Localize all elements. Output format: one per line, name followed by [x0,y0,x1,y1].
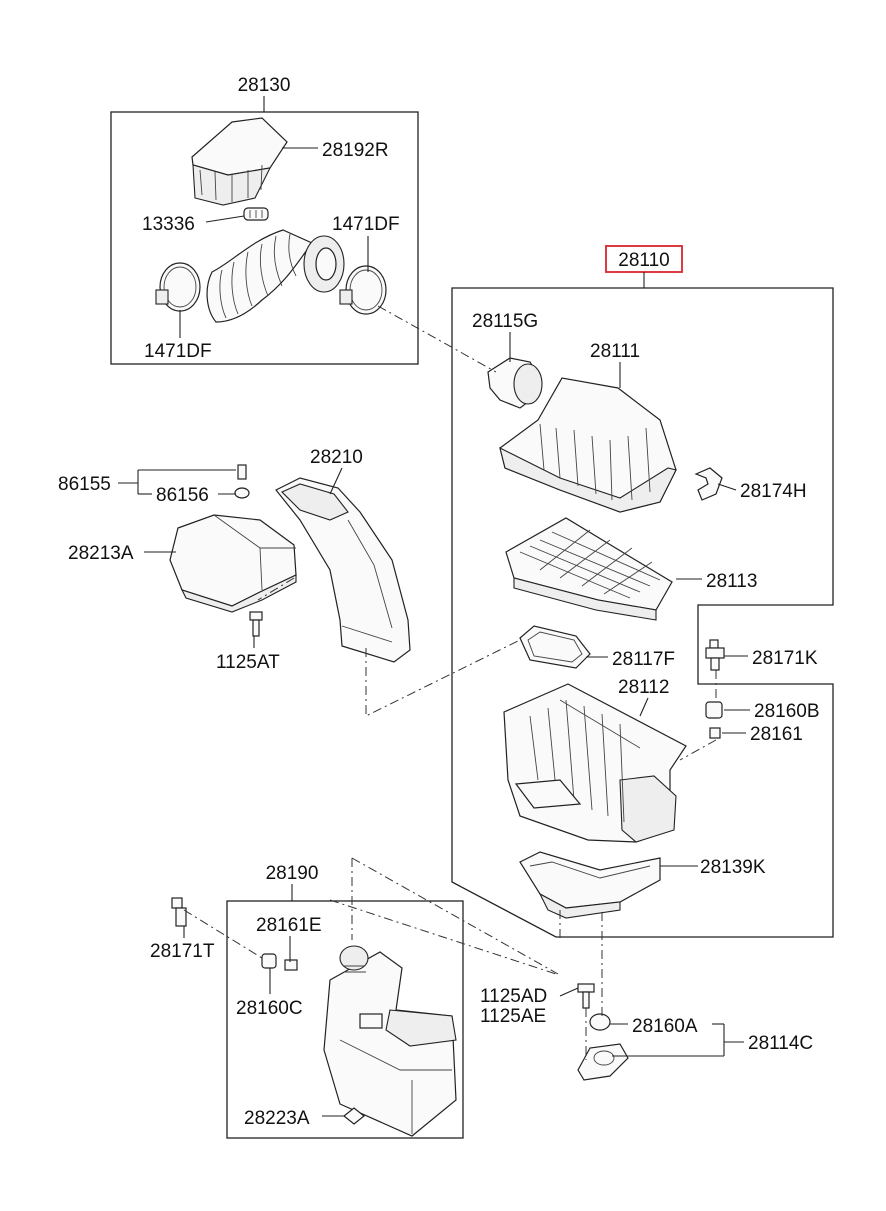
bolt-1125AD [577,983,595,1009]
label-86155: 86155 [58,474,111,495]
resonator-28190 [323,945,457,1137]
grommet-28160B [705,701,723,719]
assembly-lines [183,305,717,1060]
label-28110: 28110 [618,250,669,271]
pin-28161E [284,959,298,971]
label-1471DF-bottom: 1471DF [144,341,212,362]
label-1125AE: 1125AE [480,1006,546,1027]
resonator-cover-28192R [191,117,288,206]
grommet-28160A [589,1013,611,1031]
pin-28161 [709,727,721,739]
air-duct-28210 [275,477,411,663]
label-28223A: 28223A [244,1108,310,1129]
bolts-86155-86156 [234,464,250,499]
label-28174H: 28174H [740,481,807,502]
label-28213A: 28213A [68,543,134,564]
group-frame-28190 [226,900,464,1139]
group-frame-28110 [451,287,834,938]
bracket-28139K [519,851,661,919]
label-28139K: 28139K [700,857,766,878]
duct-seal-28117F [519,625,591,669]
bracket-28114C [577,1043,629,1081]
hose-adapter-28115G [487,357,543,409]
label-28130: 28130 [238,75,291,96]
label-28161: 28161 [750,724,803,745]
label-28115G: 28115G [472,311,538,332]
hose-clamp-left [155,262,201,312]
leader-lines [118,96,750,1117]
label-28114C: 28114C [748,1033,813,1054]
bolt-28171T [171,897,187,927]
label-13336: 13336 [142,214,195,235]
label-1125AD: 1125AD [480,986,547,1007]
grommet-28160C [261,953,277,969]
grommet-28171K [705,639,725,671]
label-28112: 28112 [618,677,669,698]
label-28190: 28190 [266,863,319,884]
label-1471DF-top: 1471DF [332,214,400,235]
label-1125AT: 1125AT [216,652,280,673]
intake-hose [206,229,345,323]
label-28210: 28210 [310,447,363,468]
label-28117F: 28117F [612,649,675,670]
filter-element-28113 [505,517,673,621]
label-28160B: 28160B [754,701,820,722]
label-28161E: 28161E [256,915,322,936]
label-28171K: 28171K [752,648,818,669]
engine-cover-28213A [169,514,297,613]
lower-housing-28112 [503,683,687,843]
label-86156: 86156 [156,485,209,506]
label-28160A: 28160A [632,1016,698,1037]
label-28160C: 28160C [236,998,303,1019]
label-28192R: 28192R [322,140,389,161]
clip-13336 [243,207,269,221]
clip-28174H [694,467,723,501]
bolt-1125AT [249,611,263,637]
upper-housing-28111 [499,377,677,513]
label-28113: 28113 [706,571,757,592]
label-28171T: 28171T [150,941,215,962]
hose-clamp-right [339,265,387,315]
label-28111: 28111 [590,341,640,362]
clip-28223A [343,1107,365,1125]
